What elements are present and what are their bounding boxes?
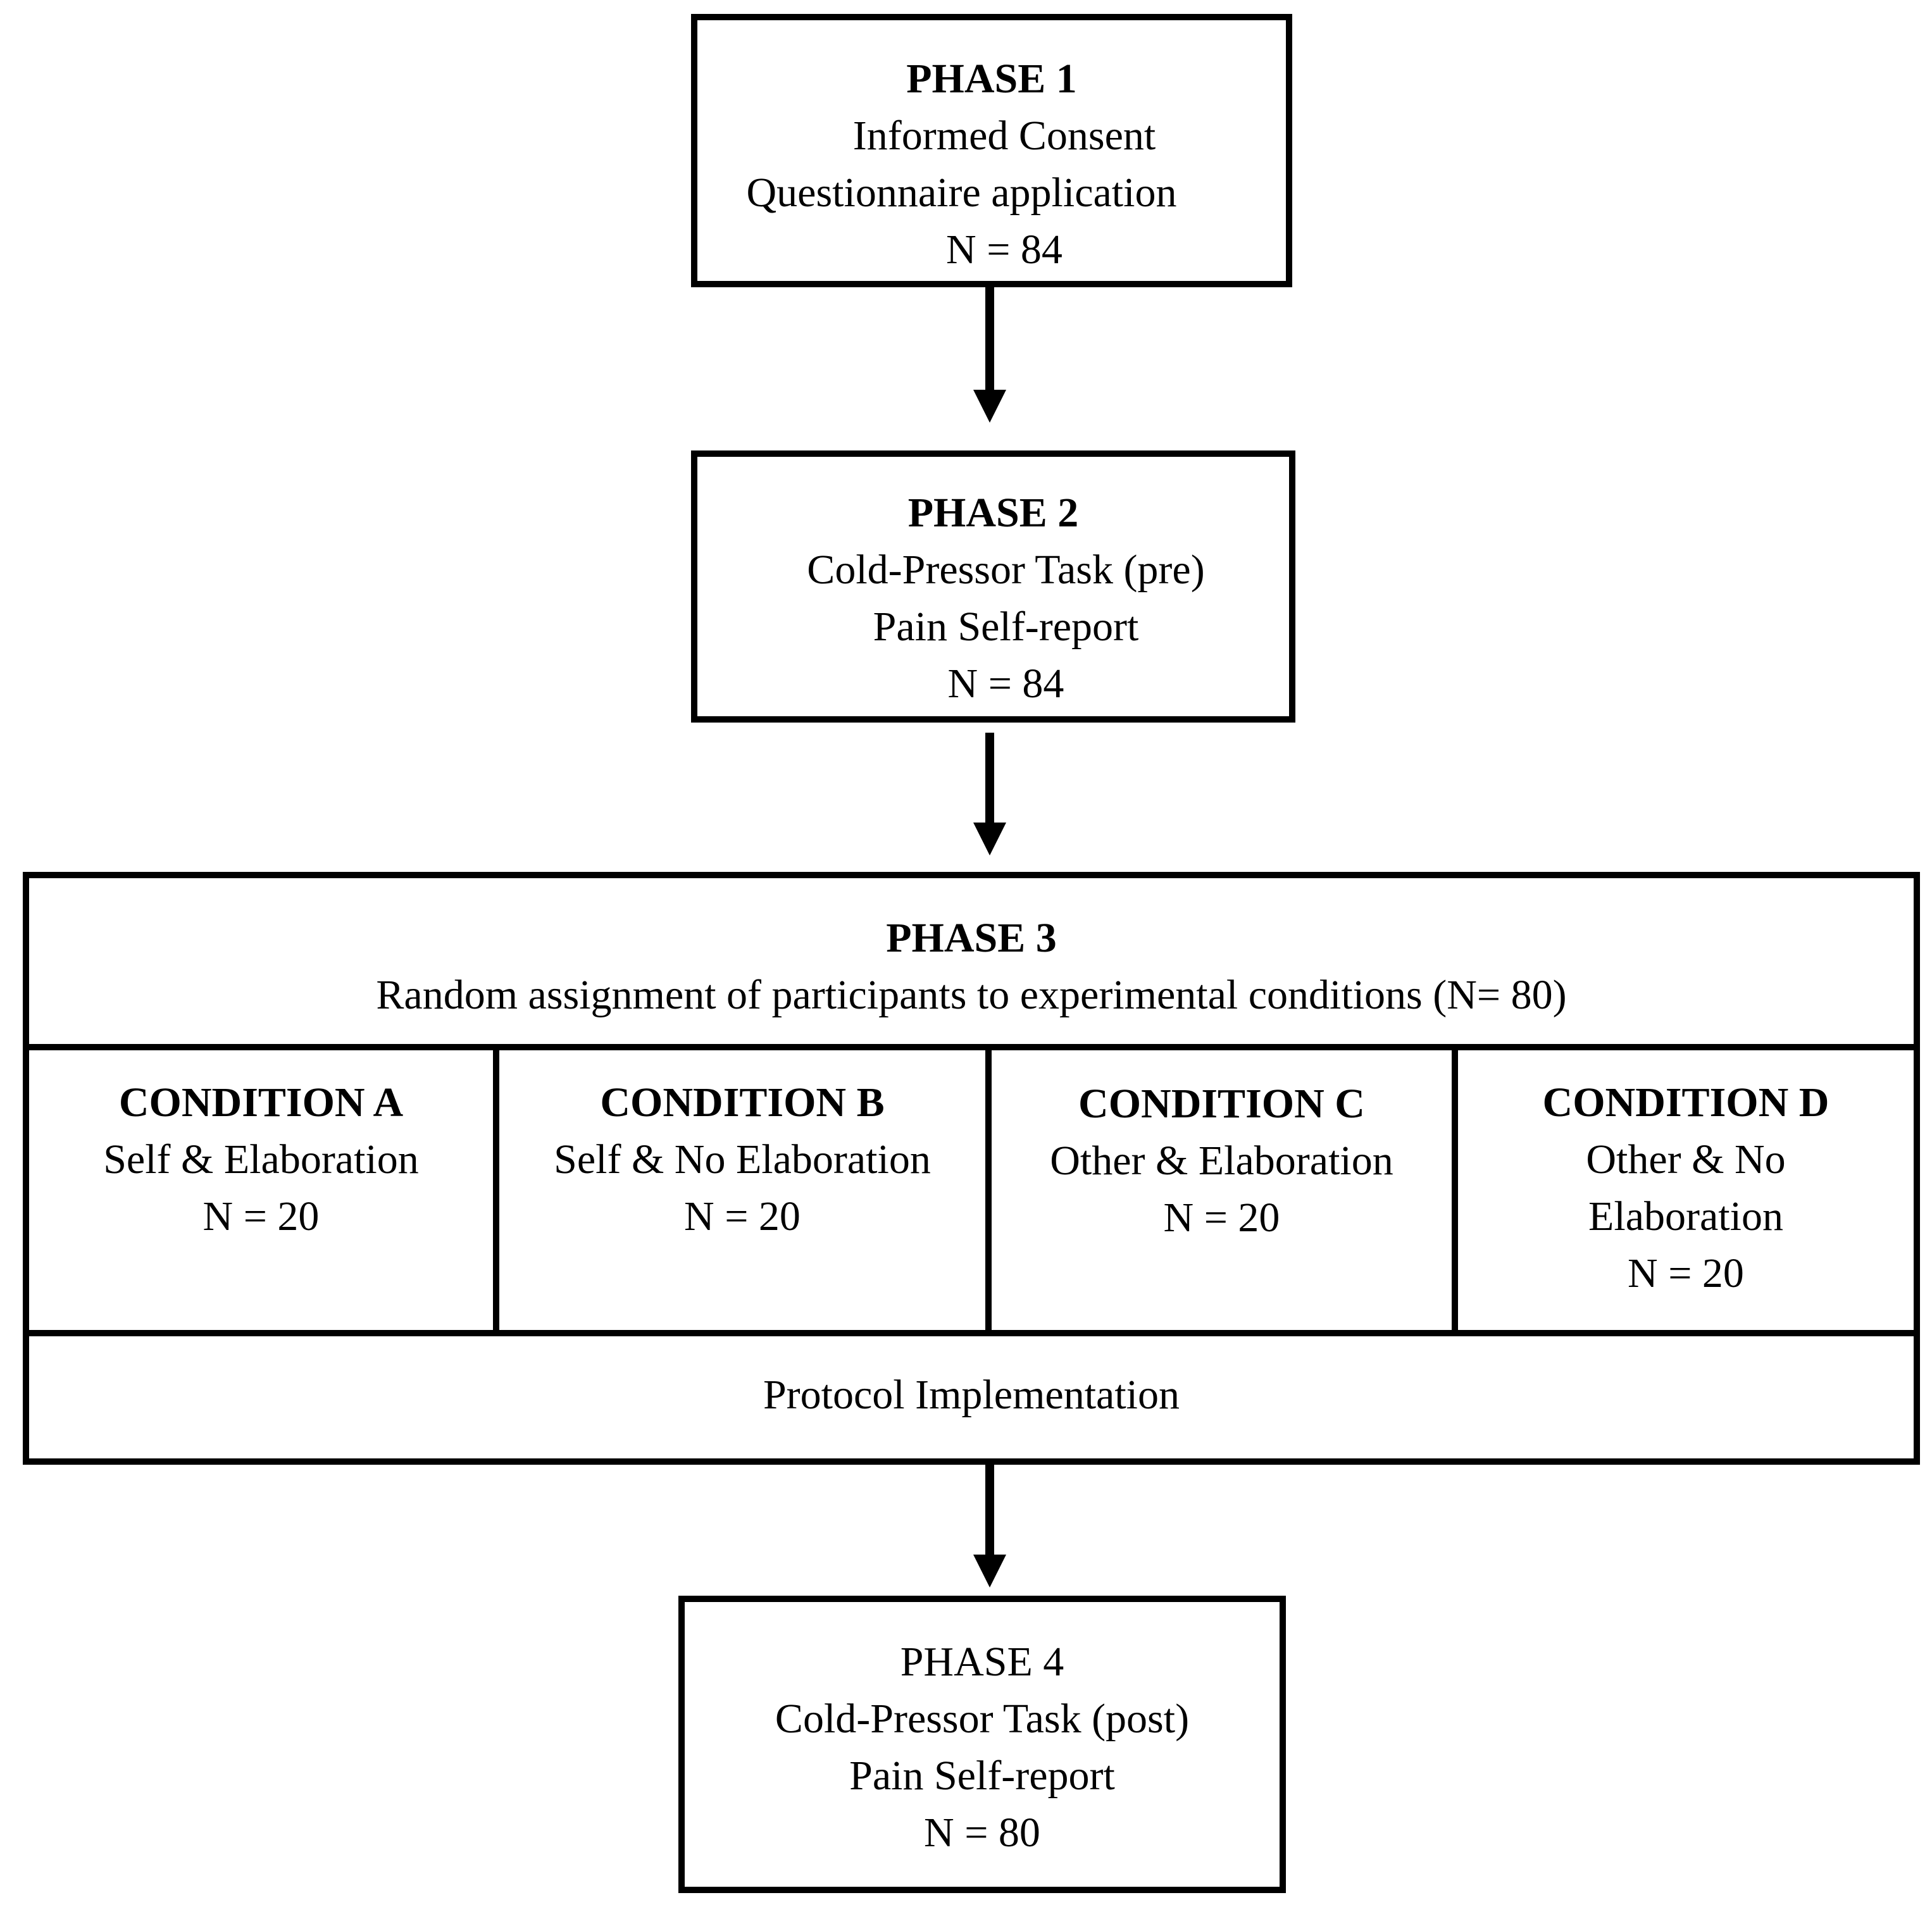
phase-2-line-1: Cold-Pressor Task (pre) (807, 547, 1205, 593)
phase-1-line-2: Questionnaire application (746, 170, 1177, 216)
condition-c-count: N = 20 (1163, 1195, 1280, 1241)
arrow-1-head (973, 390, 1006, 423)
condition-divider-3 (1452, 1044, 1458, 1336)
protocol-implementation-label: Protocol Implementation (763, 1372, 1180, 1418)
condition-a-cell: CONDITION A Self & Elaboration N = 20 (29, 1050, 493, 1330)
arrow-3-shaft (985, 1465, 994, 1560)
condition-d-line-2: Elaboration (1588, 1193, 1783, 1239)
phase-2-line-2: Pain Self-report (873, 604, 1139, 650)
phase-4-title: PHASE 4 (900, 1639, 1064, 1685)
arrow-1-shaft (985, 287, 994, 395)
condition-c-line-1: Other & Elaboration (1050, 1138, 1393, 1184)
phase-1-count: N = 84 (946, 227, 1063, 273)
condition-d-line-1: Other & No (1586, 1136, 1786, 1183)
condition-b-cell: CONDITION B Self & No Elaboration N = 20 (499, 1050, 985, 1330)
phase-3-box: PHASE 3 Random assignment of participant… (23, 872, 1920, 1465)
condition-d-title: CONDITION D (1542, 1079, 1829, 1126)
condition-b-count: N = 20 (684, 1193, 801, 1239)
condition-d-count: N = 20 (1628, 1250, 1744, 1296)
arrow-2-head (973, 823, 1006, 855)
phase-4-line-2: Pain Self-report (849, 1753, 1115, 1799)
condition-c-title: CONDITION C (1078, 1081, 1365, 1127)
phase-4-box: PHASE 4 Cold-Pressor Task (post) Pain Se… (678, 1596, 1286, 1893)
condition-a-line-1: Self & Elaboration (103, 1136, 419, 1183)
arrow-3-head (973, 1555, 1006, 1587)
phase-2-title: PHASE 2 (907, 490, 1079, 536)
phase-1-title: PHASE 1 (906, 56, 1077, 102)
condition-b-title: CONDITION B (600, 1079, 885, 1126)
phase-2-box: PHASE 2 Cold-Pressor Task (pre) Pain Sel… (691, 450, 1295, 723)
condition-b-line-1: Self & No Elaboration (554, 1136, 931, 1183)
phase-1-box: PHASE 1 Informed Consent Questionnaire a… (691, 14, 1292, 287)
phase-3-header-divider (23, 1044, 1920, 1050)
protocol-implementation-cell: Protocol Implementation (29, 1336, 1914, 1458)
phase-2-count: N = 84 (947, 661, 1064, 707)
phase-1-line-1: Informed Consent (852, 113, 1156, 159)
phase-3-footer-divider (23, 1330, 1920, 1336)
phase-3-subtitle: Random assignment of participants to exp… (376, 972, 1567, 1018)
arrow-2-shaft (985, 733, 994, 828)
condition-divider-1 (493, 1044, 499, 1336)
condition-divider-2 (985, 1044, 992, 1336)
condition-d-cell: CONDITION D Other & No Elaboration N = 2… (1458, 1050, 1914, 1330)
condition-c-cell: CONDITION C Other & Elaboration N = 20 (992, 1050, 1452, 1330)
phase-4-count: N = 80 (924, 1810, 1040, 1856)
phase-3-title: PHASE 3 (886, 915, 1057, 961)
condition-a-title: CONDITION A (118, 1079, 404, 1126)
phase-4-line-1: Cold-Pressor Task (post) (775, 1696, 1190, 1742)
condition-a-count: N = 20 (203, 1193, 320, 1239)
